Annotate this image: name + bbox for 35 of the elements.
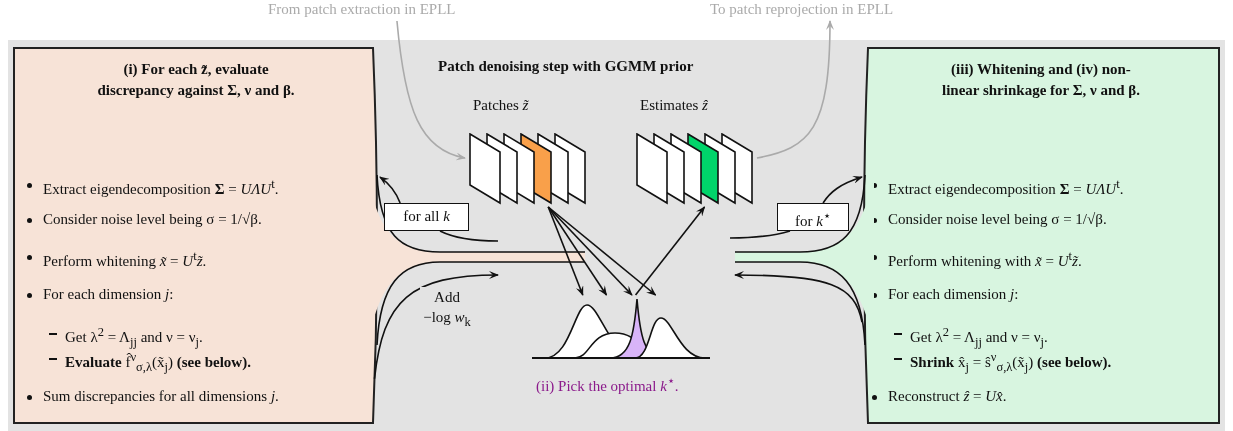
arrow xyxy=(379,176,401,204)
panel-heading: (i) For each z̃, evaluate discrepancy against Σ, ν and β. xyxy=(96,60,296,100)
arrow xyxy=(547,206,608,296)
bullet-text: For each dimension j: xyxy=(888,285,1019,303)
stack-label: Estimates ẑ xyxy=(640,97,708,114)
bullet-text: Reconstruct ẑ = Ux̂. xyxy=(888,387,1007,405)
sub-bullet-text: Get λ$^{2}$ = Λ$_{jj}$ and ν = ν$_{j}$. xyxy=(65,324,203,351)
bullet-text: Sum discrepancies for all dimensions j. xyxy=(43,387,279,405)
arrow xyxy=(547,206,584,296)
bullet-text: For each dimension j: xyxy=(43,285,174,303)
bullet-text: Extract eigendecomposition Σ = UΛU$^{t}$. xyxy=(888,176,1124,198)
bullet-text: Consider noise level being σ = 1/√β. xyxy=(888,210,1107,228)
bullet-text: Perform whitening x̃ = U$^{t}$z̃. xyxy=(43,248,207,270)
sub-bullet-text: Shrink x̂$_{j}$ = ŝ$^{ν}$$_{σ,λ}$(x̃$_{j}$) (see below). xyxy=(910,349,1112,376)
arrow xyxy=(547,206,657,296)
panel-heading: (iii) Whitening and (iv) non-linear shrinkage for Σ, ν and β. xyxy=(940,60,1141,100)
source-note: From patch extraction in EPLL xyxy=(268,1,456,17)
condition-box: for all k xyxy=(384,203,469,231)
bullet-text: Extract eigendecomposition Σ = UΛU$^{t}$. xyxy=(43,176,279,198)
sub-bullet-text: Evaluate f̂$^{ν}$$_{σ,λ}$(x̃$_{j}$) (see below). xyxy=(65,349,251,376)
arrow xyxy=(634,206,706,296)
arrow xyxy=(822,176,863,204)
arrow xyxy=(734,271,863,323)
source-note: To patch reprojection in EPLL xyxy=(710,1,894,17)
arrow xyxy=(756,20,834,159)
arrow xyxy=(396,20,466,160)
arrow xyxy=(373,271,499,380)
section-background xyxy=(8,40,1225,431)
section-title: Patch denoising step with GGMM prior xyxy=(438,58,694,75)
condition-box: for k$^{⋆}$ xyxy=(777,203,849,231)
bullet-text: Perform whitening with x̃ = U$^{t}$z̃. xyxy=(888,248,1082,270)
bullet-text: Consider noise level being σ = 1/√β. xyxy=(43,210,262,228)
node-label: (ii) Pick the optimal k$^{⋆}$. xyxy=(536,373,679,395)
sub-bullet-text: Get λ$^{2}$ = Λ$_{jj}$ and ν = ν$_{j}$. xyxy=(910,324,1048,351)
stack-label: Patches z̃ xyxy=(473,97,529,114)
